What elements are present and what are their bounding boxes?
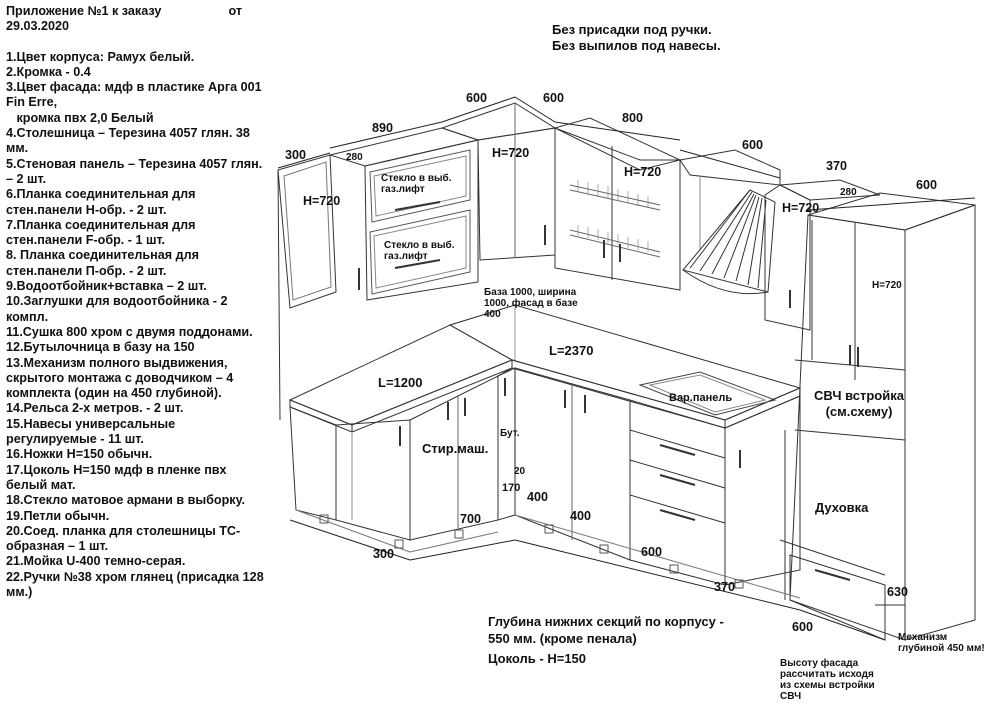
note-no-cutouts: Без выпилов под навесы.: [552, 38, 721, 53]
dim-170: 170: [502, 482, 521, 494]
dim-600-tall: 600: [916, 178, 938, 192]
dim-600-b: 600: [543, 91, 565, 105]
label-glass-lift-2: Стекло в выб. газ.лифт: [384, 240, 455, 262]
dim-600-bottom: 600: [641, 545, 663, 559]
header-date: 29.03.2020: [6, 19, 70, 34]
upper-cabinet-300: [277, 154, 360, 421]
label-oven: Духовка: [815, 500, 869, 515]
note-depth: Глубина нижних секций по корпусу - 550 м…: [488, 614, 724, 646]
specification-list: Приложение №1 к заказу от 29.03.2020 1.Ц…: [6, 4, 268, 600]
dim-630: 630: [887, 585, 909, 599]
label-glass-lift-1: Стекло в выб. газ.лифт: [381, 173, 452, 195]
top-notes: Без присадки под ручки. Без выпилов под …: [552, 22, 721, 54]
spec-item: 18.Стекло матовое армани в выборку.: [6, 493, 246, 508]
spec-item: 10.Заглушки для водоотбойника - 2 компл.: [6, 294, 231, 324]
height-right-cabinet: H=720: [782, 201, 820, 215]
label-facade-note: Высоту фасада рассчитать исходя из схемы…: [780, 658, 875, 702]
spec-item: 1.Цвет корпуса: Рамух белый.: [6, 49, 195, 64]
spec-item: 19.Петли обычн.: [6, 508, 110, 523]
dim-600-hood: 600: [742, 138, 764, 152]
spec-item: 5.Стеновая панель – Терезина 4057 глян. …: [6, 156, 266, 186]
header-title: Приложение №1 к заказу: [6, 4, 162, 18]
dim-300-bottom: 300: [373, 547, 395, 561]
spec-item: 15.Навесы универсальные регулируемые - 1…: [6, 416, 179, 447]
spec-item: 17.Цоколь Н=150 мдф в пленке пвх белый м…: [6, 462, 231, 492]
label-base-note: База 1000, ширина 1000, фасад в базе 400: [484, 287, 578, 320]
spec-item: 22.Ручки №38 хром глянец (присадка 128 м…: [6, 569, 268, 599]
spec-item: 4.Столешница – Терезина 4057 глян. 38 мм…: [6, 126, 254, 156]
header-line: Приложение №1 к заказу от: [6, 4, 242, 19]
spec-item: 9.Водоотбойник+вставка – 2 шт.: [6, 279, 207, 294]
dim-600-last: 600: [792, 620, 814, 634]
spec-item: 6.Планка соединительная для стен.панели …: [6, 187, 199, 217]
note-no-handles: Без присадки под ручки.: [552, 22, 712, 37]
label-mechanism: Механизм глубиной 450 мм!: [898, 632, 985, 654]
label-l2370: L=2370: [549, 343, 594, 358]
height-corner-cabinet: H=720: [492, 146, 530, 160]
dim-400-a: 400: [527, 490, 549, 504]
dim-890: 890: [372, 121, 394, 135]
right-base-section: [448, 304, 802, 599]
dim-280-right: 280: [840, 187, 857, 198]
spec-item: 7.Планка соединительная для стен.панели …: [6, 217, 199, 248]
spec-item: 12.Бутылочница в базу на 150: [6, 340, 195, 355]
spec-item: 3.Цвет фасада: мдф в пластике Арга 001 F…: [6, 80, 266, 110]
label-bottle: Бут.: [500, 428, 520, 439]
spec-item: 13.Механизм полного выдвижения, скрытого…: [6, 355, 237, 401]
label-microwave: СВЧ встройка (см.схему): [814, 388, 904, 419]
dim-600-a: 600: [466, 91, 488, 105]
height-dryer-cabinet: H=720: [624, 165, 662, 179]
label-washer: Стир.маш.: [422, 441, 489, 456]
dryer-racks: [577, 180, 649, 252]
dim-280-left: 280: [346, 152, 363, 163]
cabinet-legs: [319, 514, 744, 589]
dim-300-top: 300: [285, 148, 307, 162]
spec-item: 20.Соед. планка для столешницы ТС-образн…: [6, 523, 241, 554]
upper-cabinet-370: [764, 179, 881, 331]
note-plinth: Цоколь - Н=150: [488, 651, 587, 666]
spec-item: 16.Ножки Н=150 обычн.: [6, 447, 153, 462]
extractor-hood: [682, 189, 776, 295]
spec-item: 2.Кромка - 0.4: [6, 64, 91, 79]
dimension-lines: [277, 96, 976, 641]
dim-700: 700: [460, 512, 482, 526]
spec-item: 8. Планка соединительная для стен.панели…: [6, 248, 203, 278]
spec-item: 21.Мойка U-400 темно-серая.: [6, 554, 186, 569]
spec-item: кромка пвх 2,0 Белый: [6, 110, 154, 125]
upper-cabinet-dryer: [553, 117, 682, 291]
header-ot: от: [228, 4, 242, 18]
height-left-cabinet: H=720: [303, 194, 341, 208]
dim-370-top: 370: [826, 159, 848, 173]
spec-item: 11.Сушка 800 хром с двумя поддонами.: [6, 324, 253, 339]
label-hob: Вар.панель: [669, 392, 733, 404]
dim-20: 20: [514, 466, 526, 477]
spec-item: 14.Рельса 2-х метров. - 2 шт.: [6, 401, 184, 416]
dim-800: 800: [622, 111, 644, 125]
tall-cabinet: [779, 192, 976, 641]
label-l1200: L=1200: [378, 375, 423, 390]
height-tall-cabinet: H=720: [872, 280, 902, 291]
dim-370-bottom: 370: [714, 580, 736, 594]
dim-400-b: 400: [570, 509, 592, 523]
